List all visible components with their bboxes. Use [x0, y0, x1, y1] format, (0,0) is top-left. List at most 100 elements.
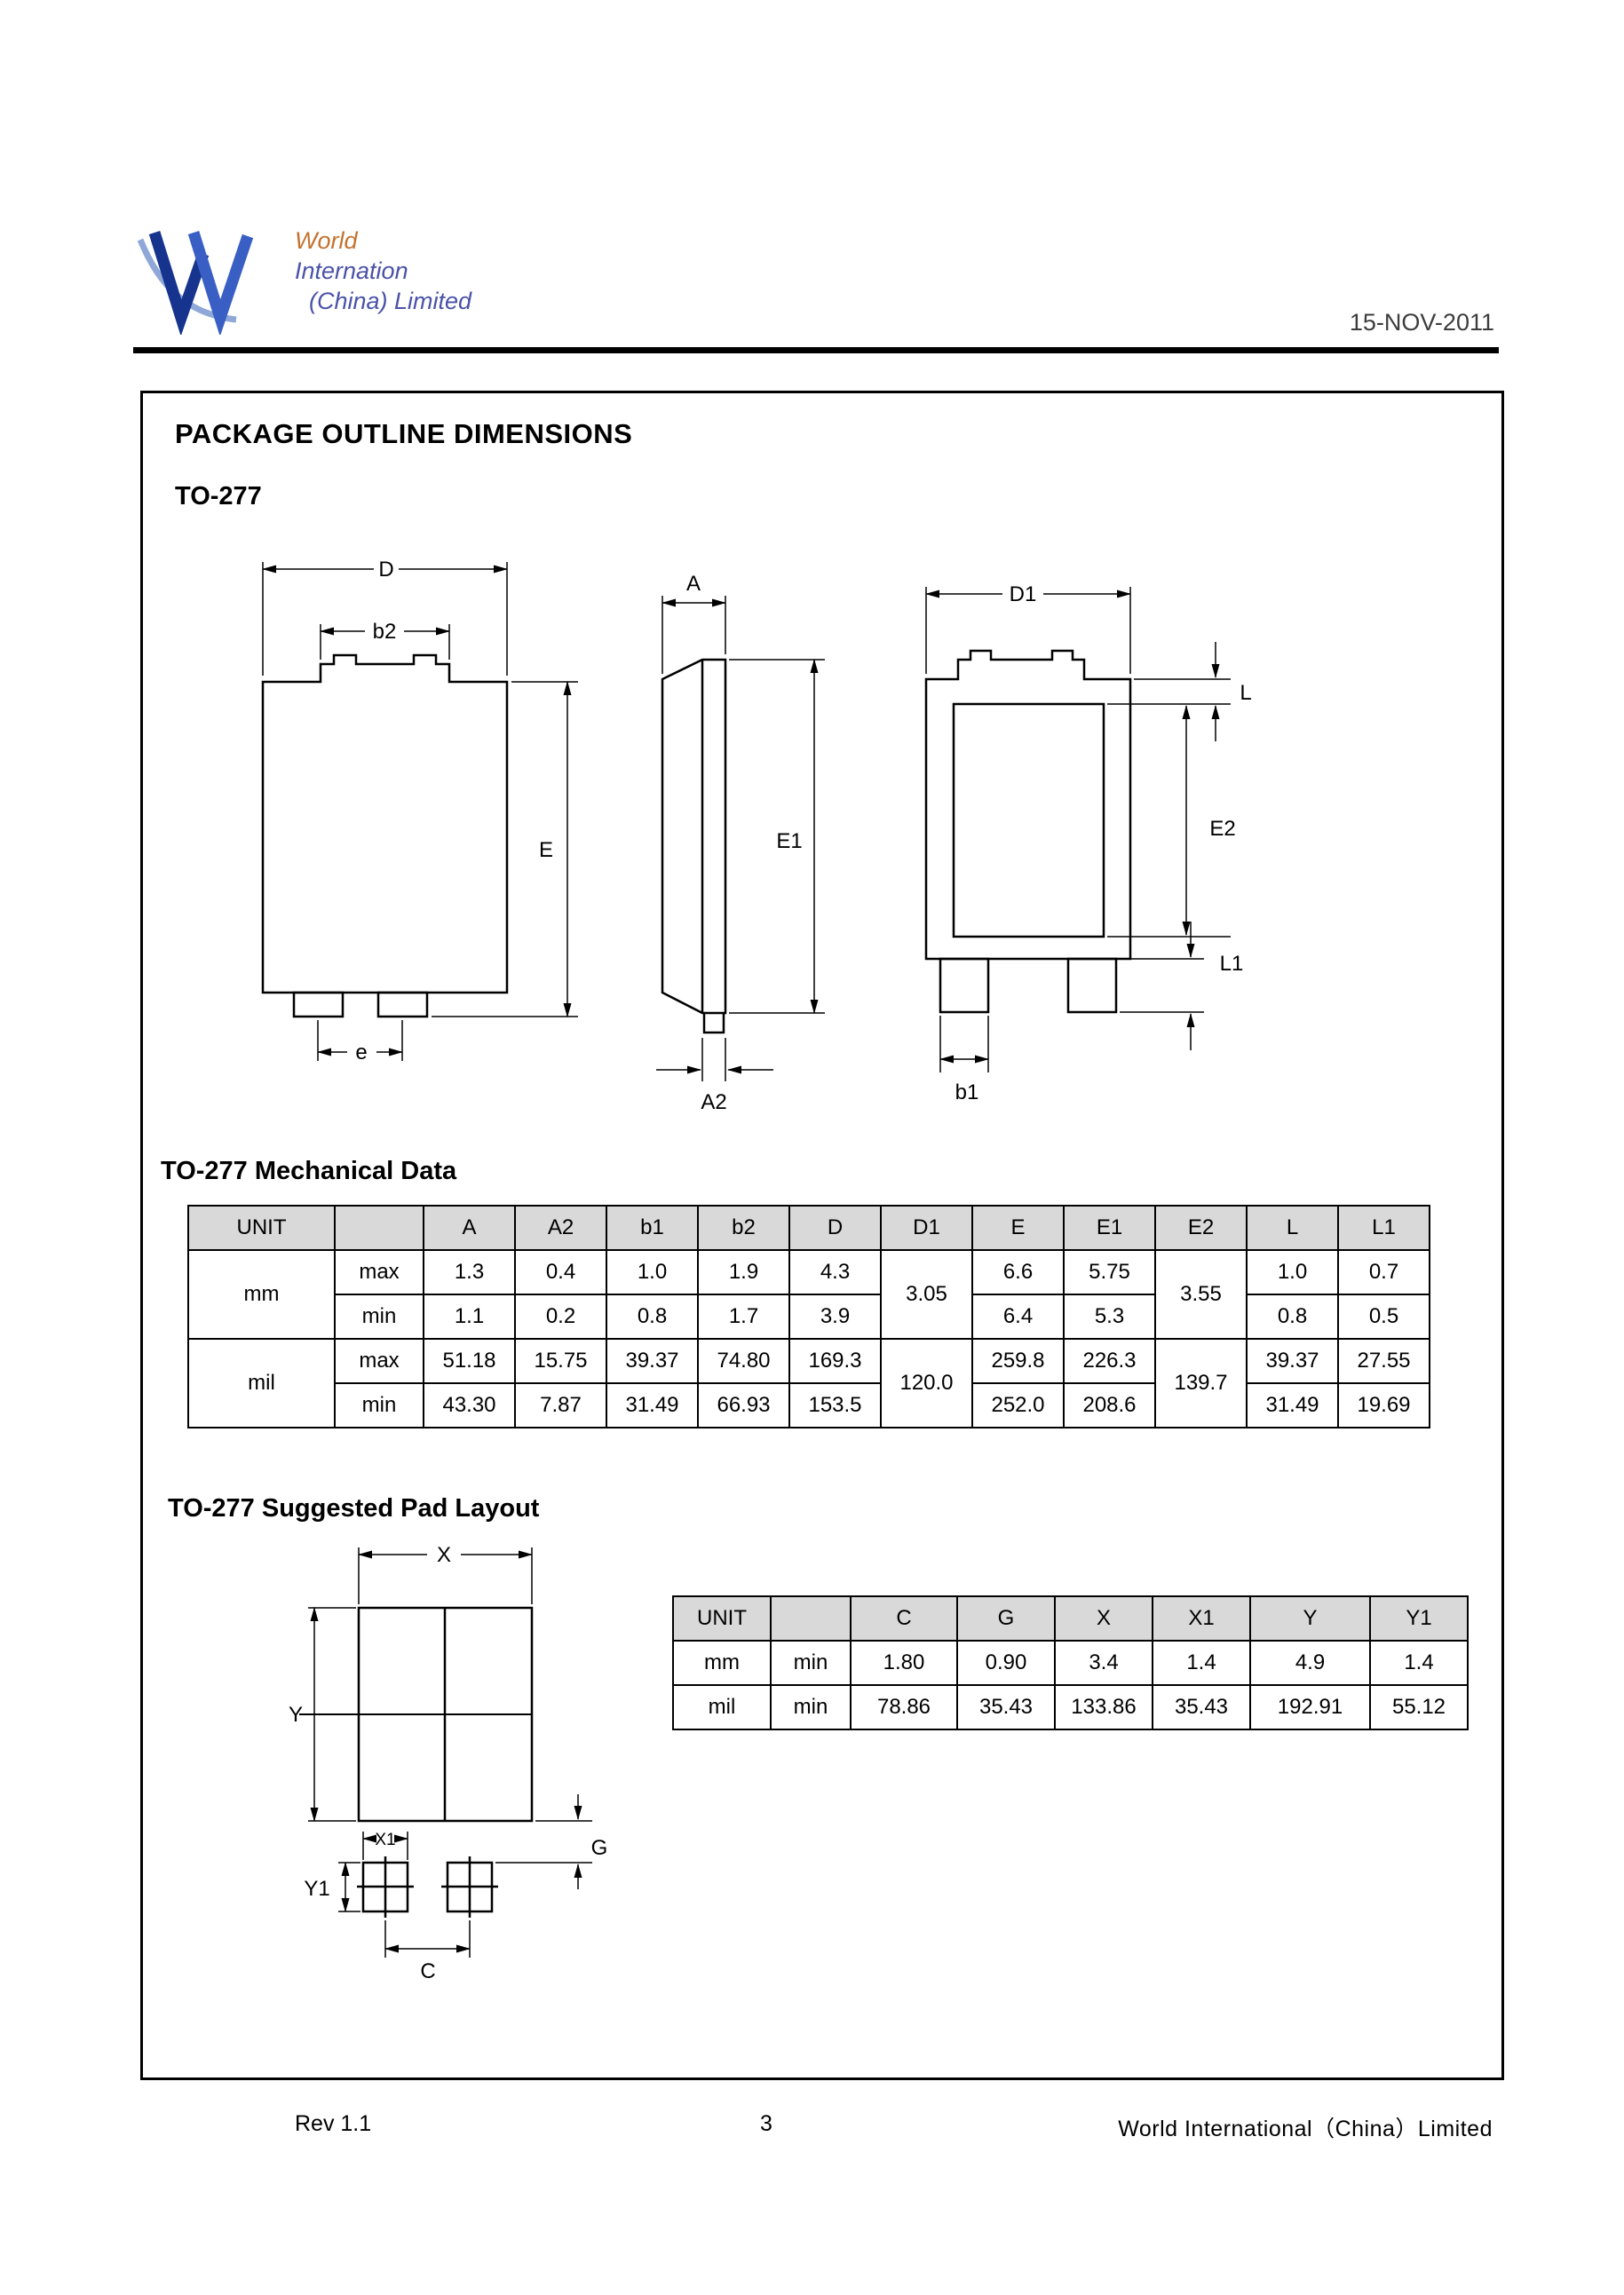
pad-unit-header: UNIT — [672, 1595, 772, 1642]
dim-label-b1: b1 — [955, 1080, 979, 1104]
side-view — [661, 658, 727, 1034]
company-logo: World Internation (China) Limited — [135, 222, 526, 346]
mech-value-cell: 5.75 — [1063, 1249, 1156, 1295]
mech-value-cell: 3.55 — [1154, 1249, 1248, 1340]
bottom-pad-left — [939, 957, 990, 1014]
mech-value-cell: 0.2 — [514, 1294, 607, 1340]
pad-layout-title: TO-277 Suggested Pad Layout — [168, 1494, 540, 1523]
dim-label-E1: E1 — [776, 829, 802, 853]
mech-minmax-cell: max — [334, 1338, 424, 1384]
mech-value-cell: 226.3 — [1063, 1338, 1156, 1384]
pad-row-mil: mil min 78.86 35.43 133.86 35.43 192.91 … — [672, 1684, 1469, 1730]
small-pad-right-cross — [441, 1856, 498, 1918]
mech-col-header: E1 — [1063, 1205, 1156, 1251]
mech-value-cell: 1.0 — [1246, 1249, 1339, 1295]
mech-row-mil-min: min 43.30 7.87 31.49 66.93 153.5 252.0 2… — [188, 1382, 1430, 1428]
mech-value-cell: 3.05 — [880, 1249, 973, 1340]
logo-text-line3: (China) Limited — [309, 288, 472, 314]
mech-value-cell: 0.5 — [1337, 1294, 1430, 1340]
mech-col-header: A — [423, 1205, 516, 1251]
mech-col-header: E — [971, 1205, 1065, 1251]
logo-text-line2: Internation — [295, 257, 408, 284]
dim-label-D: D — [378, 558, 393, 582]
pad-layout-drawing: X Y X1 G Y1 C — [289, 1543, 607, 1983]
front-view-dimensions — [262, 562, 578, 1061]
pad-value-cell: 133.86 — [1054, 1684, 1153, 1730]
mech-value-cell: 74.80 — [697, 1338, 790, 1384]
dim-label-Y1: Y1 — [304, 1877, 329, 1901]
dim-label-E: E — [539, 838, 553, 862]
side-view-dimensions — [656, 596, 825, 1081]
mech-value-cell: 0.7 — [1337, 1249, 1430, 1295]
mech-value-cell: 259.8 — [971, 1338, 1065, 1384]
dim-label-X: X — [437, 1543, 451, 1567]
dim-label-e: e — [355, 1041, 367, 1064]
mechanical-data-title: TO-277 Mechanical Data — [161, 1157, 457, 1185]
front-pad-left — [292, 991, 345, 1018]
bottom-exposed-pad — [952, 702, 1105, 938]
mech-unit-cell: mil — [187, 1338, 336, 1428]
mech-value-cell: 208.6 — [1063, 1382, 1156, 1428]
mech-value-cell: 4.3 — [788, 1249, 882, 1295]
mech-row-mil-max: mil max 51.18 15.75 39.37 74.80 169.3 12… — [187, 1338, 1430, 1428]
mech-value-cell: 6.6 — [971, 1249, 1065, 1295]
mech-value-cell: 31.49 — [1246, 1382, 1339, 1428]
side-lead-stub — [702, 1013, 725, 1034]
page-title: PACKAGE OUTLINE DIMENSIONS — [175, 418, 633, 449]
mech-value-cell: 5.3 — [1063, 1294, 1156, 1340]
pad-value-cell: 78.86 — [850, 1684, 958, 1730]
front-view — [261, 653, 509, 1018]
mech-value-cell: 0.8 — [1246, 1294, 1339, 1340]
pad-layout-table: UNIT C G X X1 Y Y1 mm min 1.80 0.90 3.4 … — [672, 1595, 1469, 1730]
logo-w-icon — [137, 231, 254, 335]
dim-label-A2: A2 — [701, 1090, 726, 1114]
package-outline-drawing: D b2 E e A E1 A2 — [261, 558, 1252, 1114]
mech-value-cell: 39.37 — [606, 1338, 699, 1384]
pad-value-cell: 35.43 — [1152, 1684, 1251, 1730]
mech-col-header: D1 — [880, 1205, 973, 1251]
mech-value-cell: 39.37 — [1246, 1338, 1339, 1384]
dim-label-D1: D1 — [1010, 582, 1037, 606]
mech-col-header: E2 — [1154, 1205, 1248, 1251]
mech-blank-header — [334, 1205, 424, 1251]
dim-label-X1: X1 — [375, 1831, 395, 1849]
pad-unit-cell: mil — [672, 1684, 772, 1730]
mech-value-cell: 3.9 — [788, 1294, 882, 1340]
content-frame: PACKAGE OUTLINE DIMENSIONS TO-277 — [140, 391, 1504, 2080]
mech-value-cell: 1.7 — [697, 1294, 790, 1340]
pad-value-cell: 35.43 — [956, 1684, 1056, 1730]
logo-text: World Internation (China) Limited — [295, 226, 471, 316]
pad-value-cell: 55.12 — [1369, 1684, 1469, 1730]
footer-page-number: 3 — [760, 2111, 772, 2136]
pad-col-header: X1 — [1152, 1595, 1251, 1642]
mech-minmax-cell: min — [334, 1294, 424, 1340]
mech-minmax-cell: min — [334, 1382, 424, 1428]
mech-value-cell: 0.8 — [606, 1294, 699, 1340]
mech-value-cell: 153.5 — [788, 1382, 882, 1428]
mech-unit-header: UNIT — [187, 1205, 336, 1251]
mech-value-cell: 31.49 — [606, 1382, 699, 1428]
pad-row-mm: mm min 1.80 0.90 3.4 1.4 4.9 1.4 — [672, 1640, 1469, 1686]
mech-value-cell: 51.18 — [423, 1338, 516, 1384]
pad-col-header: C — [850, 1595, 958, 1642]
pad-value-cell: 0.90 — [956, 1640, 1056, 1686]
logo-text-line1: World — [295, 227, 358, 254]
dim-label-C: C — [420, 1959, 435, 1983]
pad-blank-header — [770, 1595, 852, 1642]
bottom-body-outline — [924, 649, 1132, 961]
bottom-pad-right — [1066, 957, 1118, 1014]
pad-value-cell: 1.4 — [1152, 1640, 1251, 1686]
dim-label-b2: b2 — [373, 620, 397, 644]
mech-value-cell: 15.75 — [514, 1338, 607, 1384]
bottom-view — [924, 649, 1132, 1014]
front-body-outline — [261, 653, 509, 994]
mech-value-cell: 7.87 — [514, 1382, 607, 1428]
document-date: 15-NOV-2011 — [1349, 309, 1494, 336]
mech-col-header: b1 — [606, 1205, 699, 1251]
mechanical-data-table: UNIT A A2 b1 b2 D D1 E E1 E2 L L1 mm max… — [187, 1205, 1430, 1428]
dim-label-A: A — [686, 572, 701, 596]
pad-shapes — [299, 1606, 534, 1918]
front-pad-right — [376, 991, 429, 1018]
header-divider — [133, 347, 1499, 353]
mech-value-cell: 19.69 — [1337, 1382, 1430, 1428]
